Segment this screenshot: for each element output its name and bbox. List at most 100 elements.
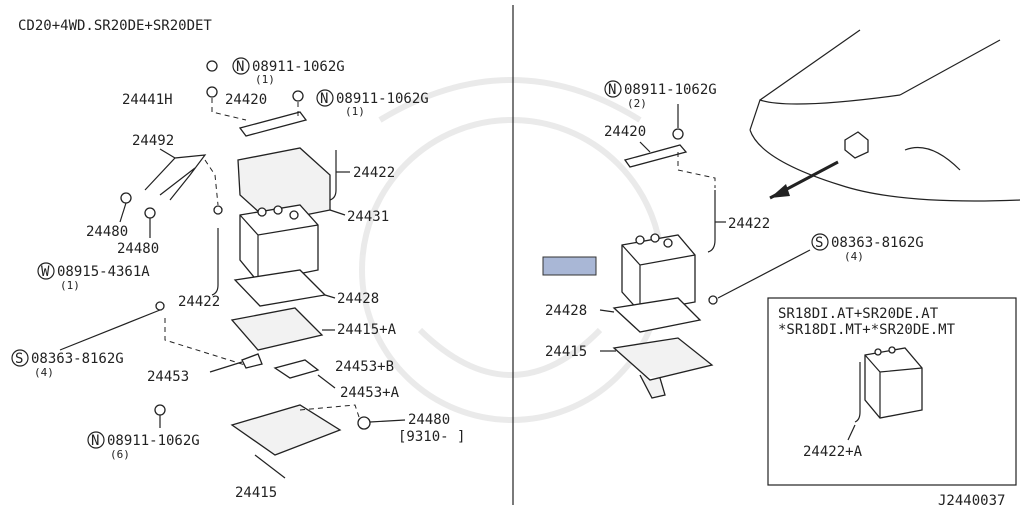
left-nut-top-code: 08911-1062G: [252, 59, 345, 75]
right-screw-qty: (4): [844, 250, 864, 263]
left-part-24415: 24415: [235, 485, 277, 501]
location-arrow-icon: [770, 184, 790, 198]
diagram-code: J2440037: [938, 493, 1005, 509]
nut-right-symbol: N: [292, 89, 334, 107]
leader-right-bracket-dash: [677, 152, 716, 188]
right-nut-qty: (2): [627, 97, 647, 110]
svg-text:S: S: [815, 235, 823, 251]
right-screw-symbol: S: [811, 233, 829, 251]
right-nut-code: 08911-1062G: [624, 82, 717, 98]
left-screw-code: 08363-8162G: [31, 351, 124, 367]
leader-right-24428: [599, 309, 615, 313]
leader-screw-left: [59, 309, 161, 351]
leader-24492-washer: [204, 159, 219, 206]
left-part-24420: 24420: [225, 92, 267, 108]
leader-24431: [329, 209, 346, 216]
leader-screw-dash: [164, 318, 246, 366]
clip-24453B: [273, 359, 320, 379]
nut-bottom: [154, 404, 166, 416]
tray-24415: [230, 404, 342, 456]
left-part-24415A: 24415+A: [337, 322, 397, 338]
battery-hold-down-bracket: [238, 111, 308, 137]
nut-24480-b: [144, 207, 156, 219]
left-part-24453A: 24453+A: [340, 385, 400, 401]
left-part-24453: 24453: [147, 369, 189, 385]
right-nut-symbol: N: [604, 80, 622, 98]
right-rod-24422: [707, 190, 716, 253]
tray-pad-24428: [233, 269, 327, 307]
left-part-24428: 24428: [337, 291, 379, 307]
highlight-marker[interactable]: [542, 256, 597, 276]
right-part-24415: 24415: [545, 344, 587, 360]
nut-24480-a: [120, 192, 132, 204]
leader-24415: [254, 454, 286, 479]
left-nut-right-qty: (1): [345, 105, 365, 118]
right-nut: [672, 128, 684, 140]
inset-battery: [854, 346, 923, 423]
inset-box: [767, 297, 1017, 486]
left-nut-bottom-code: 08911-1062G: [107, 433, 200, 449]
right-part-24428: 24428: [545, 303, 587, 319]
bolt-24441H: [206, 86, 218, 98]
left-part-24480-a: 24480: [86, 224, 128, 240]
svg-text:N: N: [91, 433, 99, 449]
right-part-24420: 24420: [604, 124, 646, 140]
left-part-24480-b: 24480: [117, 241, 159, 257]
left-date-range: [9310- ]: [398, 429, 465, 445]
screw-symbol: S: [11, 349, 29, 367]
right-screw: [708, 295, 718, 305]
nut-24480-c: [357, 416, 371, 430]
leader-24480-dash: [299, 404, 361, 421]
left-nut-top-qty: (1): [255, 73, 275, 86]
left-part-24441H: 24441H: [122, 92, 173, 108]
battery-location-icon: [844, 131, 869, 159]
svg-text:W: W: [41, 264, 50, 280]
left-part-24480-c: 24480: [408, 412, 450, 428]
leader-right-24420: [639, 141, 651, 153]
svg-text:N: N: [320, 91, 328, 107]
right-tray-pad-24428: [612, 297, 702, 333]
tray-24415A: [230, 307, 324, 351]
left-nut-bottom-qty: (6): [110, 448, 130, 461]
left-nut-right-code: 08911-1062G: [336, 91, 429, 107]
inset-rod-24422A: [854, 362, 861, 423]
right-hold-down-bracket: [623, 144, 688, 168]
right-tray-24415: [612, 337, 714, 399]
leader-24480-a: [119, 202, 127, 223]
left-part-24492: 24492: [132, 133, 174, 149]
left-part-24431: 24431: [347, 209, 389, 225]
inset-part-24422A: 24422+A: [803, 444, 863, 460]
screw-left: [155, 301, 165, 311]
nut-bottom-symbol: N: [87, 431, 105, 449]
left-part-24422-lower: 24422: [178, 294, 220, 310]
inset-model-line-2: *SR18DI.MT+*SR20DE.MT: [778, 322, 956, 338]
left-model-header: CD20+4WD.SR20DE+SR20DET: [18, 18, 212, 34]
leader-24453A: [317, 374, 336, 389]
vehicle-location-illustration: [749, 29, 1021, 202]
leader-inset-24422A: [847, 424, 856, 441]
bracket-24492: [144, 154, 207, 201]
rod-24422-upper: [329, 150, 337, 201]
nut-top-symbol: N: [206, 57, 250, 75]
svg-text:N: N: [608, 82, 616, 98]
right-part-24422: 24422: [728, 216, 770, 232]
battery-right: [621, 233, 696, 313]
washer-symbol: W: [37, 262, 55, 280]
left-screw-qty: (4): [34, 366, 54, 379]
rod-24422-lower: [211, 228, 219, 296]
leader-24441H: [211, 98, 247, 121]
left-washer-code: 08915-4361A: [57, 264, 150, 280]
leader-24492: [159, 148, 176, 159]
left-washer-qty: (1): [60, 279, 80, 292]
washer-24492: [213, 205, 223, 215]
battery-left: [239, 204, 319, 283]
leader-24480-c: [369, 419, 406, 423]
clip-24453: [241, 353, 263, 369]
left-part-24453B: 24453+B: [335, 359, 394, 375]
leader-24428: [324, 294, 336, 299]
inset-model-line-1: SR18DI.AT+SR20DE.AT: [778, 306, 939, 322]
svg-text:N: N: [236, 59, 244, 75]
leader-24453: [209, 361, 243, 373]
